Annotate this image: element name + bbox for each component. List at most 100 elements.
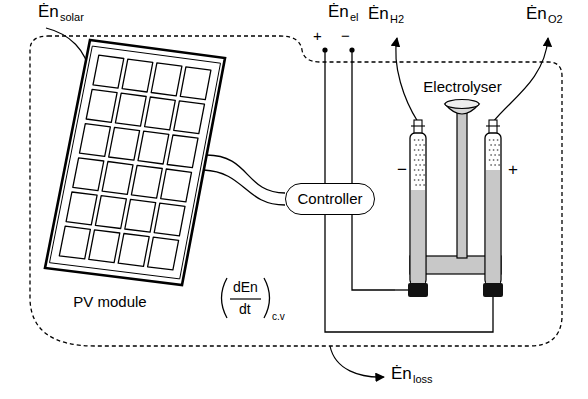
gas-bubble xyxy=(415,184,417,186)
pv-cell xyxy=(73,158,104,191)
pv-cell xyxy=(151,63,182,96)
pv-cell xyxy=(93,55,124,88)
gas-bubble xyxy=(419,154,421,156)
gas-bubble xyxy=(414,139,416,141)
gas-bubble xyxy=(498,164,500,166)
symbol-label: Ėn xyxy=(391,364,412,384)
pv-cell xyxy=(154,203,185,236)
gas-bubble xyxy=(493,139,495,141)
gas-bubble xyxy=(497,149,499,151)
pv-cell xyxy=(59,226,90,259)
electrolyser-drawing xyxy=(395,78,530,318)
gas-bubble xyxy=(490,154,492,156)
subscript-label: O2 xyxy=(548,13,563,26)
symbol-label: Ėn xyxy=(38,2,59,22)
panel-outline xyxy=(35,35,235,320)
stopcock xyxy=(489,120,497,134)
subscript-label: el xyxy=(350,11,359,24)
pv-cell xyxy=(89,230,120,263)
gas-bubble xyxy=(494,164,496,166)
pv-cell xyxy=(102,162,133,195)
pv-cell xyxy=(148,237,179,270)
gas-bubble xyxy=(423,184,425,186)
gas-bubble xyxy=(415,144,417,146)
gas-bubble xyxy=(419,184,421,186)
gas-bubble xyxy=(414,179,416,181)
pv-cell xyxy=(122,59,153,92)
parenthesis xyxy=(222,278,228,318)
gas-bubble xyxy=(423,154,425,156)
gas-bubble xyxy=(494,144,496,146)
symbol-label: − xyxy=(341,27,350,44)
electrode xyxy=(483,283,503,297)
symbol-label: dEn xyxy=(233,279,258,295)
fraction-bar xyxy=(230,298,261,299)
pv-cell xyxy=(161,169,192,202)
gas-bubble xyxy=(490,144,492,146)
gas-bubble xyxy=(418,159,420,161)
gas-bubble xyxy=(414,149,416,151)
gas-bubble xyxy=(414,169,416,171)
wire xyxy=(204,170,285,205)
panel-frame-inner xyxy=(50,46,221,279)
node-label: Electrolyser xyxy=(395,78,530,96)
pv-cell xyxy=(109,127,140,160)
pv-cell xyxy=(180,67,211,100)
loss-arrow xyxy=(330,346,384,377)
gas-bubble xyxy=(494,154,496,156)
gas-bubble xyxy=(422,149,424,151)
wire xyxy=(207,155,285,193)
gas-bubble xyxy=(422,159,424,161)
gas-bubble xyxy=(490,164,492,166)
electrolyte xyxy=(486,170,500,284)
gas-bubble xyxy=(418,149,420,151)
gas-bubble xyxy=(423,164,425,166)
pv-cell xyxy=(138,131,169,164)
symbol-label: Ėn xyxy=(526,4,547,24)
pv-cell xyxy=(145,97,176,130)
gas-bubble xyxy=(498,154,500,156)
gas-bubble xyxy=(493,149,495,151)
gas-bubble xyxy=(419,144,421,146)
gas-bubble xyxy=(493,159,495,161)
gas-bubble xyxy=(418,169,420,171)
stopcock-handle xyxy=(411,125,425,126)
symbol-label: Ėn xyxy=(328,2,349,22)
gas-tube xyxy=(410,133,426,285)
pv-cell xyxy=(131,165,162,198)
gas-bubble xyxy=(422,169,424,171)
subscript-label: loss xyxy=(413,373,433,386)
gas-bubble xyxy=(415,154,417,156)
gas-bubble xyxy=(422,179,424,181)
stopcock xyxy=(414,120,422,134)
gas-bubble xyxy=(423,174,425,176)
gas-tube xyxy=(485,133,501,285)
terminal-dot xyxy=(349,47,354,52)
panel-frame xyxy=(45,40,225,285)
central-tube xyxy=(457,108,467,258)
gas-bubble xyxy=(422,139,424,141)
pv-cell xyxy=(118,234,149,267)
symbol-label: dt xyxy=(239,301,251,317)
gas-bubble xyxy=(497,139,499,141)
wire xyxy=(352,215,395,290)
pv-cell xyxy=(167,135,198,168)
gas-bubble xyxy=(415,174,417,176)
pv-cell xyxy=(80,124,111,157)
gas-bubble xyxy=(414,159,416,161)
symbol-label: − xyxy=(397,160,407,180)
terminal-wire xyxy=(351,52,352,183)
pv-cell xyxy=(66,192,97,225)
electrolyte xyxy=(411,190,425,284)
gas-bubble xyxy=(415,164,417,166)
electrode-wire xyxy=(492,297,493,318)
gas-bubble xyxy=(418,139,420,141)
symbol-label: Ėn xyxy=(368,4,389,24)
symbol-label: + xyxy=(508,160,518,180)
electrode-wire xyxy=(395,289,408,290)
terminal-wire xyxy=(324,52,325,183)
symbol-label: c.v xyxy=(272,311,285,323)
wire-connector xyxy=(204,155,285,205)
terminal-dot xyxy=(322,47,327,52)
